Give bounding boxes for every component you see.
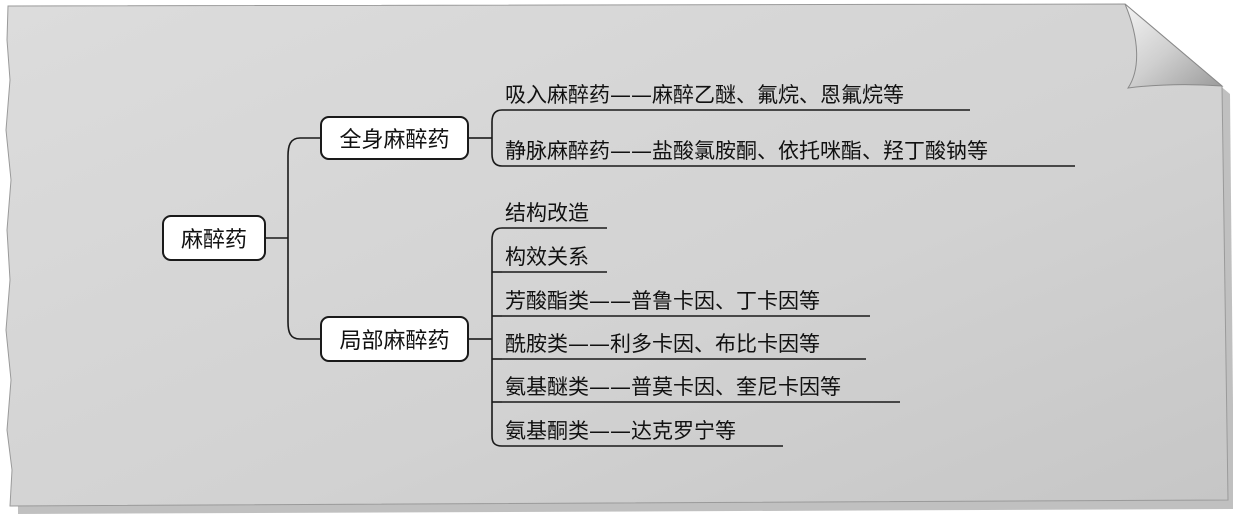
leaf-amino-ketones: 氨基酮类——达克罗宁等 [505,419,736,443]
leaf-amino-ethers: 氨基醚类——普莫卡因、奎尼卡因等 [505,375,841,399]
leaf-inhalation-anesthetics: 吸入麻醉药——麻醉乙醚、氟烷、恩氟烷等 [505,83,904,107]
leaf-aromatic-esters: 芳酸酯类——普鲁卡因、丁卡因等 [505,289,820,313]
root-node: 麻醉药 [162,215,266,261]
leaf-intravenous-anesthetics: 静脉麻醉药——盐酸氯胺酮、依托咪酯、羟丁酸钠等 [505,139,988,163]
branch-node-label: 局部麻醉药 [339,329,450,354]
leaf-structural-modification: 结构改造 [505,201,589,225]
root-node-label: 麻醉药 [180,228,247,253]
branch-node-label: 全身麻醉药 [339,128,450,153]
branch-node-general-anesthetics: 全身麻醉药 [320,116,469,160]
branch-node-local-anesthetics: 局部麻醉药 [320,316,469,362]
leaf-amides: 酰胺类——利多卡因、布比卡因等 [505,332,820,356]
leaf-structure-activity-relationship: 构效关系 [505,245,589,269]
